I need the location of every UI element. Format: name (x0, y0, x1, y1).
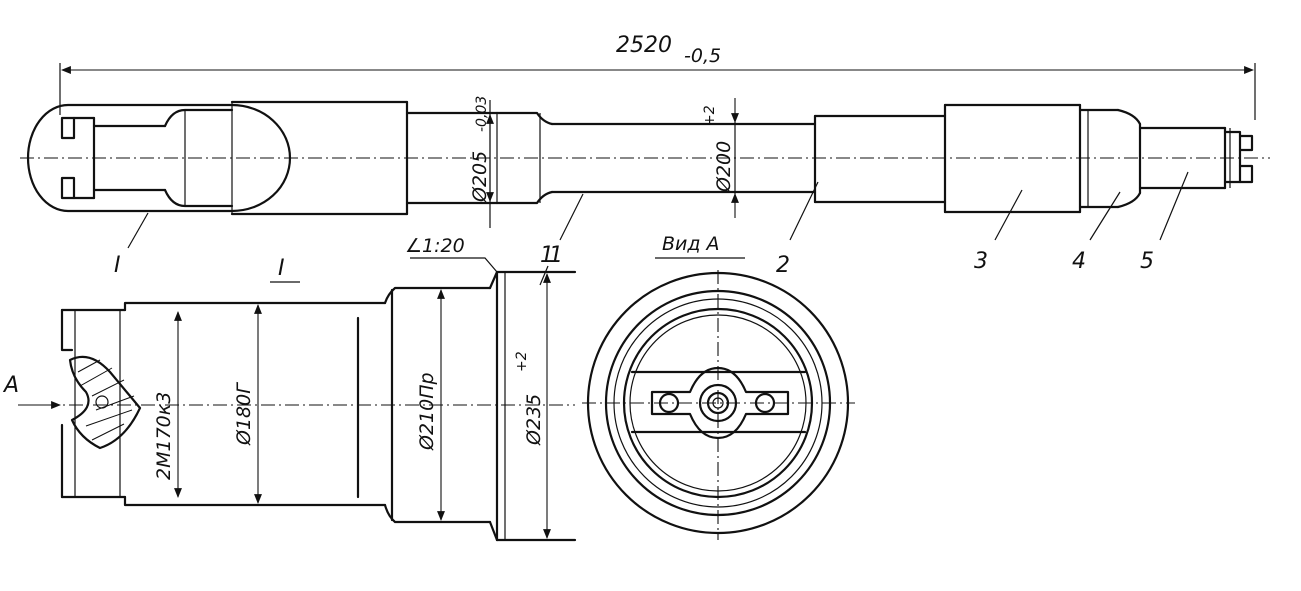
detail-part-label: 1 (540, 243, 554, 268)
detail-circle (26, 103, 292, 213)
detail-title: I (278, 256, 285, 281)
hub-flange (650, 366, 790, 440)
shaft-main-view: 2520 -0,5 (20, 33, 1270, 278)
part-2-label: 2 (776, 253, 790, 278)
taper-label: ∠1:20 (405, 235, 465, 257)
leader-part-5 (1159, 171, 1189, 241)
dia-205-tolerance: -0,03 (474, 96, 490, 132)
overall-length-tolerance: -0,5 (684, 45, 721, 67)
part-1-label: 1 (549, 243, 563, 268)
view-arrow-label: А (2, 373, 19, 398)
detail-view-I: I ∠1:20 1 А (2, 235, 577, 542)
view-title: Вид А (662, 233, 720, 255)
part-3-label: 3 (974, 249, 988, 274)
leader-part-2 (789, 181, 819, 241)
dia-205-label: Ø205 (469, 151, 491, 203)
part-5-label: 5 (1140, 249, 1154, 274)
dia-200-label: Ø200 (713, 141, 735, 193)
overall-length-label: 2520 (616, 33, 672, 58)
leader-part-1 (559, 193, 584, 241)
dia-180-label: Ø180Г (233, 382, 255, 446)
dia-200-tolerance: +2 (702, 105, 718, 126)
dia-235-label: Ø235 (523, 394, 545, 446)
part-4-label: 4 (1072, 249, 1086, 274)
detail-ref-label: I (114, 253, 121, 278)
leader-part-4 (1089, 191, 1121, 241)
dia-235-tolerance: +2 (514, 351, 530, 372)
leader-part-3 (994, 189, 1023, 241)
thread-label: 2М170к3 (153, 392, 175, 480)
view-A: Вид А (582, 233, 855, 540)
dia-210-label: Ø210Пр (416, 372, 438, 451)
leader-detail-I (127, 212, 149, 249)
hatched-section (68, 355, 142, 450)
